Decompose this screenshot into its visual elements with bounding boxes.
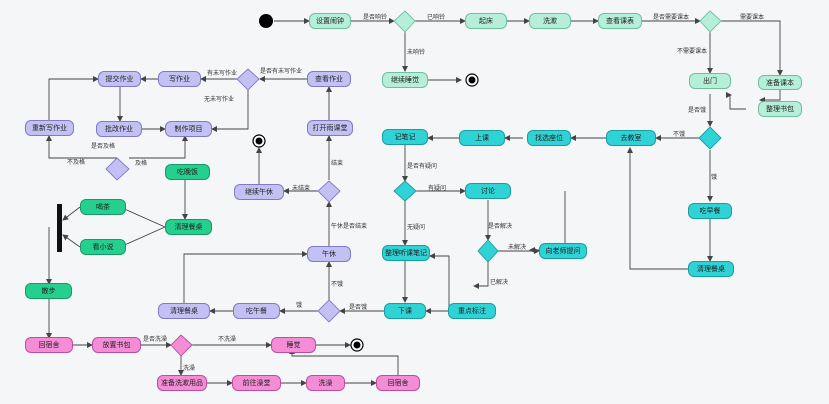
node-sleep: 睡觉 [271, 337, 316, 353]
node-view-homework: 查看作业 [307, 71, 351, 87]
decision-pass [105, 157, 130, 181]
node-clean-table-pm: 清理餐桌 [165, 219, 212, 235]
decision-ring [393, 10, 416, 33]
node-take-notes: 记笔记 [382, 129, 428, 145]
decision-question [393, 180, 417, 202]
node-clean-table-noon: 清理餐桌 [158, 303, 210, 319]
node-class-over: 下课 [384, 303, 426, 319]
node-put-bag: 放置书包 [92, 337, 141, 353]
edge-label: 未解决 [508, 244, 527, 251]
edge-label: 无疑问 [407, 224, 426, 231]
edge-label: 未响铃 [407, 49, 426, 56]
node-make-project: 制作项目 [165, 121, 212, 137]
decision-textbook [699, 10, 722, 33]
node-nap: 午休 [307, 246, 351, 262]
edge-label: 未结束 [292, 185, 311, 192]
edge-label: 是否有疑问 [407, 163, 438, 170]
node-submit-homework: 提交作业 [98, 71, 141, 87]
node-keep-sleeping: 继续睡觉 [382, 72, 428, 88]
node-organize-notes: 整理听课笔记 [382, 245, 430, 261]
node-ask-teacher: 向老师提问 [539, 243, 587, 259]
edge-label: 需要课本 [740, 14, 765, 21]
node-clean-table-am: 清理餐桌 [688, 261, 734, 277]
node-go-bathhouse: 前往澡堂 [232, 375, 281, 391]
node-get-up: 起床 [465, 13, 507, 29]
edge-label: 饿 [711, 174, 718, 181]
decision-shower [170, 334, 193, 357]
edge-label: 是否及格 [91, 143, 116, 150]
edge-label: 是否响铃 [363, 14, 388, 21]
node-back-dorm: 回宿舍 [376, 375, 420, 391]
edge-label: 有疑问 [428, 185, 447, 192]
edge-label: 是否有未写作业 [260, 68, 303, 75]
node-walk: 散步 [25, 283, 72, 299]
edge-label: 有未写作业 [207, 70, 238, 77]
edge-label: 无未写作业 [204, 96, 235, 103]
node-go-classroom: 去教室 [606, 130, 656, 146]
node-grade-homework: 批改作业 [96, 121, 142, 137]
edge-label: 及格 [135, 160, 148, 167]
node-continue-nap: 继续午休 [234, 184, 284, 200]
edge-label: 不需要课本 [677, 48, 708, 55]
node-wash: 洗漱 [529, 13, 571, 29]
edge-label: 是否需要课本 [653, 14, 690, 21]
node-lunch: 吃午餐 [233, 303, 280, 319]
decision-nap-end [317, 180, 341, 203]
node-drink-tea: 喝茶 [80, 199, 126, 215]
decision-homework [236, 68, 260, 91]
node-pack-bag: 整理书包 [758, 101, 802, 117]
edge-label: 是否饿 [349, 304, 368, 311]
edge-label: 不饿 [331, 281, 344, 288]
start-node [259, 14, 273, 28]
node-attend-class: 上课 [459, 130, 505, 146]
edge-label: 不饿 [673, 131, 686, 138]
node-find-seat: 找选座位 [527, 130, 571, 146]
node-highlight: 重点标注 [448, 303, 496, 319]
edge-label: 午休是否结束 [331, 223, 368, 230]
decision-hungry-noon [317, 299, 341, 323]
edge-label: 已解决 [490, 279, 509, 286]
node-redo-homework: 重新写作业 [25, 120, 74, 136]
edge-label: 是否洗澡 [143, 336, 168, 343]
node-discuss: 讨论 [465, 183, 511, 199]
edge-label: 是否解决 [488, 223, 513, 230]
node-set-alarm: 设置闹钟 [309, 13, 351, 29]
edge-label: 不洗澡 [218, 336, 237, 343]
node-go-out: 出门 [689, 73, 731, 89]
node-return-dorm: 回宿舍 [25, 337, 73, 353]
edge-label: 不及格 [67, 159, 86, 166]
node-breakfast: 吃早餐 [688, 203, 732, 219]
edge-label: 饿 [296, 302, 303, 309]
edge-label: 洗澡 [183, 365, 196, 372]
edge-label: 是否饿 [688, 107, 707, 114]
node-dinner: 吃晚饭 [165, 164, 210, 180]
node-read-novel: 看小说 [80, 239, 126, 255]
decision-solved [477, 239, 499, 263]
edge-label: 结束 [331, 160, 344, 167]
decision-hungry-morning [698, 126, 722, 150]
node-open-rainclass: 打开雨课堂 [307, 120, 353, 136]
node-write-homework: 写作业 [158, 71, 201, 87]
node-prepare-toiletries: 准备洗漱用品 [157, 375, 207, 391]
node-check-schedule: 查看课表 [598, 13, 642, 29]
fork-bar [57, 204, 62, 252]
edge-label: 已响铃 [427, 14, 446, 21]
node-shower: 洗澡 [306, 375, 345, 391]
node-prepare-textbook: 准备课本 [758, 75, 802, 90]
